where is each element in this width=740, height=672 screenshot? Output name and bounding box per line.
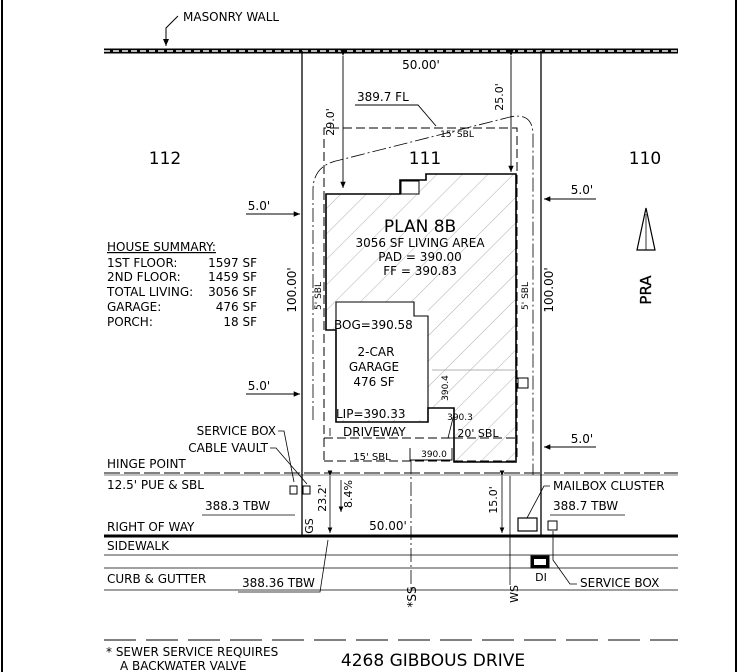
- garage-area: 476 SF: [353, 375, 394, 389]
- service-box-right-leader: [552, 531, 577, 585]
- pue-sbl-label: 12.5' PUE & SBL: [107, 478, 204, 492]
- slope-percent: 8.4%: [342, 480, 355, 508]
- masonry-wall-leader: [163, 15, 179, 46]
- dim-15-0: 15.0': [487, 486, 500, 514]
- side-sbl-left: 5' SBL: [314, 282, 324, 310]
- cable-vault-label: CABLE VAULT: [188, 441, 268, 455]
- garage-label-line2: GARAGE: [349, 360, 399, 374]
- sewer-note-line2: A BACKWATER VALVE: [120, 659, 246, 672]
- elev-390-4: 390.4: [441, 375, 451, 401]
- service-box-right: [547, 520, 558, 531]
- summary-label: 2ND FLOOR:: [107, 270, 181, 284]
- cable-vault-leader: [270, 447, 308, 485]
- depth-left: 100.00': [285, 267, 299, 312]
- pad-elevation: PAD = 390.00: [378, 250, 462, 264]
- sidewalk-label: SIDEWALK: [107, 539, 170, 553]
- ss-label: *SS: [405, 586, 419, 607]
- fl-elevation: 389.7 FL: [357, 90, 409, 104]
- lot-number-center: 111: [409, 149, 441, 169]
- summary-label: GARAGE:: [107, 300, 161, 314]
- summary-label: TOTAL LIVING:: [106, 285, 193, 299]
- summary-value: 1597 SF: [208, 256, 257, 270]
- summary-label: PORCH:: [107, 315, 153, 329]
- fl-leader: [355, 104, 437, 127]
- masonry-wall-label: MASONRY WALL: [183, 10, 279, 24]
- front-sbl-label: 15' SBL: [353, 452, 391, 463]
- side-setback-right-bottom: 5.0': [571, 432, 593, 446]
- tbw-left-label: 388.3 TBW: [205, 499, 270, 513]
- mailbox-cluster-label: MAILBOX CLUSTER: [553, 479, 665, 493]
- tbw-bottom-leader: [238, 539, 329, 593]
- garage-wall: [335, 301, 429, 408]
- setback-line: [323, 127, 518, 460]
- lot-number-right: 110: [629, 149, 661, 169]
- bog-elevation: BOG=390.58: [334, 318, 413, 332]
- summary-value: 18 SF: [223, 315, 257, 329]
- tbw-bottom-label: 388.36 TBW: [242, 576, 315, 590]
- side-setback-left-top: 5.0': [248, 199, 270, 213]
- house-summary: HOUSE SUMMARY: 1ST FLOOR: 1597 SF 2ND FL…: [106, 240, 257, 329]
- street-address: 4268 GIBBOUS DRIVE: [341, 651, 525, 671]
- driveway-label: DRIVEWAY: [343, 425, 406, 439]
- gs-label: GS: [303, 518, 316, 534]
- ws-label: WS: [508, 585, 521, 603]
- garage-floor: [336, 302, 428, 420]
- living-area: 3056 SF LIVING AREA: [355, 236, 485, 250]
- drain-inlet-grate: [534, 559, 546, 565]
- garage-label-line1: 2-CAR: [358, 345, 395, 359]
- lip-elevation: LIP=390.33: [336, 407, 406, 421]
- summary-value: 476 SF: [216, 300, 257, 314]
- summary-value: 3056 SF: [208, 285, 257, 299]
- service-box-right-label: SERVICE BOX: [580, 576, 659, 590]
- summary-label: 1ST FLOOR:: [107, 256, 177, 270]
- elev-390-0-box: [409, 448, 453, 461]
- side-sbl-right: 5' SBL: [521, 282, 531, 310]
- hinge-point-label: HINGE POINT: [107, 457, 186, 471]
- side-setback-left-bottom: 5.0': [248, 379, 270, 393]
- ff-elevation: FF = 390.83: [383, 264, 456, 278]
- house-summary-title: HOUSE SUMMARY:: [107, 240, 216, 254]
- lot-number-left: 112: [149, 149, 181, 169]
- garage-sbl-label: 20' SBL: [457, 427, 499, 440]
- flow-line: [312, 115, 534, 475]
- side-setback-right-top: 5.0': [571, 183, 593, 197]
- rear-setback-left-dim: 29.0': [324, 108, 337, 136]
- curb-gutter-label: CURB & GUTTER: [107, 572, 206, 586]
- rear-sbl-label: 15' SBL: [440, 130, 474, 140]
- top-width-dimension: 50.00': [402, 58, 440, 72]
- house-footprint: [325, 173, 517, 463]
- dim-23-2: 23.2': [316, 484, 329, 512]
- di-label: DI: [535, 571, 547, 584]
- right-of-way-label: RIGHT OF WAY: [107, 520, 195, 534]
- bottom-width-dimension: 50.00': [369, 519, 407, 533]
- summary-value: 1459 SF: [208, 270, 257, 284]
- sewer-note-line1: * SEWER SERVICE REQUIRES: [106, 645, 278, 659]
- tbw-right-label: 388.7 TBW: [553, 499, 618, 513]
- ac-pad: [517, 377, 529, 389]
- service-box-left-leader: [278, 430, 295, 483]
- elev-390-3: 390.3: [447, 413, 473, 423]
- service-box-left-label: SERVICE BOX: [197, 424, 276, 438]
- mailbox-leader: [526, 485, 550, 519]
- north-arrow: PRA: [636, 207, 656, 305]
- depth-right: 100.00': [542, 267, 556, 312]
- cable-vault: [302, 485, 311, 495]
- elev-390-0: 390.0: [421, 450, 447, 460]
- plan-name: PLAN 8B: [384, 217, 456, 237]
- elev-390-3-leader: [447, 413, 455, 439]
- rear-porch: [400, 180, 420, 195]
- service-box-left: [289, 485, 298, 495]
- north-arrow-text: PRA: [637, 275, 655, 305]
- mailbox-cluster: [517, 517, 538, 532]
- rear-setback-right-dim: 25.0': [493, 83, 506, 111]
